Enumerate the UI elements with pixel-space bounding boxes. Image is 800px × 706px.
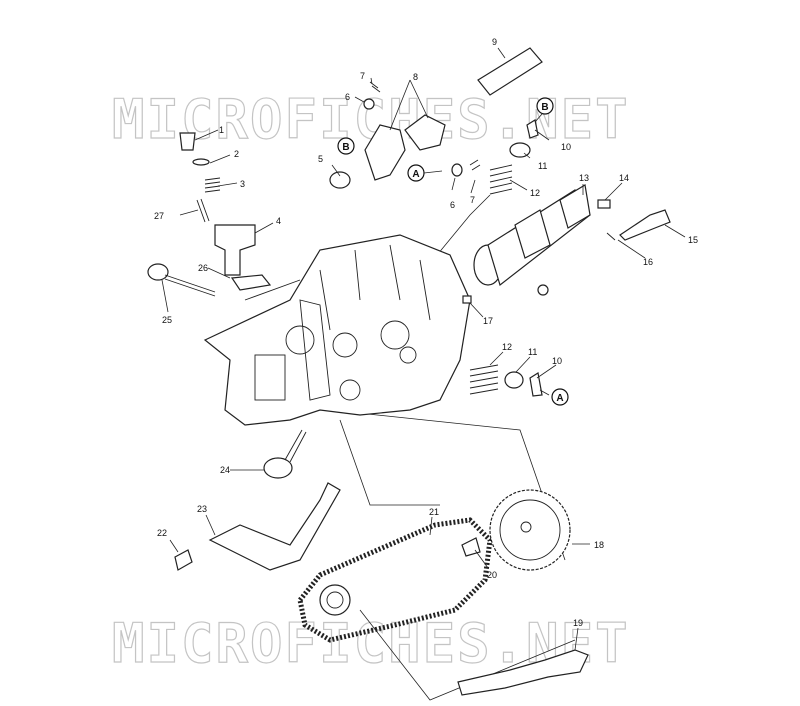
callout-24: 24 (220, 465, 230, 475)
callouts: 1 2 3 4 5 6 6 7 7 8 9 10 10 11 11 12 12 … (154, 37, 698, 628)
marker-b-right: B (534, 97, 554, 123)
camshaft (462, 184, 671, 304)
callout-2: 2 (234, 149, 239, 159)
valves (147, 263, 307, 479)
callout-21: 21 (429, 507, 439, 517)
callout-19: 19 (573, 618, 583, 628)
callout-7-top: 7 (360, 71, 365, 81)
crank-sprocket (319, 584, 351, 616)
callout-12-lower: 12 (502, 342, 512, 352)
callout-8: 8 (413, 72, 418, 82)
callout-3: 3 (240, 179, 245, 189)
callout-27: 27 (154, 211, 164, 221)
rocker-parts (329, 47, 543, 189)
callout-6-top: 6 (345, 92, 350, 102)
cam-chain (297, 517, 493, 643)
callout-23: 23 (197, 504, 207, 514)
leader-lines (161, 47, 686, 651)
marker-a-right: A (551, 388, 569, 406)
chain-guide (174, 482, 341, 571)
callout-11-lower: 11 (528, 347, 537, 357)
svg-text:A: A (412, 169, 419, 180)
callout-16: 16 (643, 257, 653, 267)
callout-10-lower: 10 (552, 356, 562, 366)
callout-10-top: 10 (561, 142, 571, 152)
valve-springs (469, 119, 543, 397)
callout-15: 15 (688, 235, 698, 245)
callout-1: 1 (219, 125, 224, 135)
marker-b-left: B (337, 137, 355, 155)
svg-text:B: B (342, 142, 349, 153)
callout-4: 4 (276, 216, 281, 226)
cam-sprocket (461, 489, 571, 571)
svg-text:A: A (556, 393, 563, 404)
callout-9: 9 (492, 37, 497, 47)
callout-6-lower: 6 (450, 200, 455, 210)
callout-12-top: 12 (530, 188, 540, 198)
callout-17: 17 (483, 316, 493, 326)
tensioner-blade (457, 649, 589, 696)
callout-18: 18 (594, 540, 604, 550)
callout-14: 14 (619, 173, 629, 183)
callout-5: 5 (318, 154, 323, 164)
svg-text:B: B (541, 102, 548, 113)
callout-25: 25 (162, 315, 172, 325)
tensioner-parts (179, 132, 272, 291)
callout-26: 26 (198, 263, 208, 273)
callout-7-lower: 7 (470, 195, 475, 205)
callout-22: 22 (157, 528, 167, 538)
cylinder-head (203, 234, 471, 426)
callout-11-top: 11 (538, 161, 547, 171)
marker-a-left: A (407, 164, 443, 182)
callout-20: 20 (487, 570, 497, 580)
callout-13: 13 (579, 173, 589, 183)
